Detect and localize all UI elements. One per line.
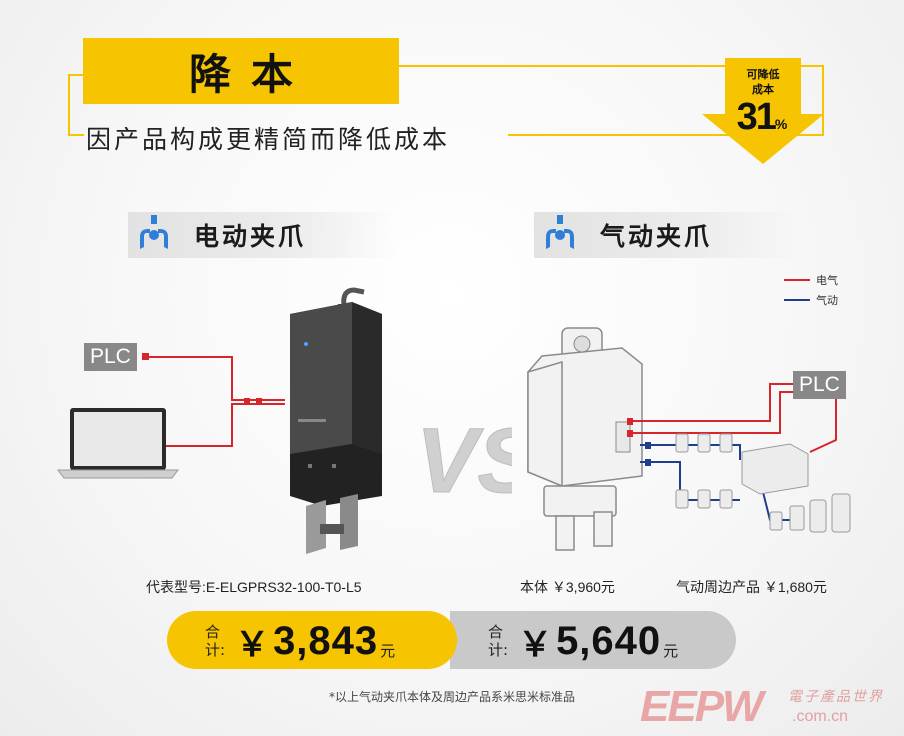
legend-electric: 电气 — [784, 272, 838, 288]
electric-total-price: 3,843 — [273, 618, 379, 663]
badge-unit: % — [774, 116, 788, 132]
total-label-top: 合 — [488, 623, 504, 641]
legend-pneumatic-label: 气动 — [816, 294, 838, 307]
badge-line1: 可降低 — [746, 68, 780, 81]
legend-pneumatic-swatch — [784, 299, 810, 301]
title-frame-right-line — [822, 65, 824, 135]
laptop-icon — [57, 408, 179, 479]
legend-pneumatic: 气动 — [784, 292, 838, 308]
plc-box-right: PLC — [793, 371, 846, 399]
footnote: *以上气动夹爪本体及周边产品系米思米标准品 — [328, 690, 575, 704]
badge-line2: 成本 — [752, 83, 774, 96]
total-label: 合 计: — [205, 623, 225, 659]
title-frame-bottom-line — [508, 134, 824, 136]
watermark-cn: 電子產品世界 — [788, 689, 884, 705]
vs-graphic: VS — [416, 410, 513, 513]
down-arrow-badge-icon — [702, 58, 824, 164]
badge-value: 31% — [722, 96, 802, 139]
gripper-icon — [140, 215, 168, 249]
electric-gripper-label: 电动夹爪 — [194, 222, 307, 251]
yen-symbol: ￥ — [518, 625, 553, 664]
electric-gripper-header: 电动夹爪 — [128, 212, 398, 258]
gripper-icon — [546, 215, 574, 249]
vs-text: VS — [416, 410, 512, 512]
pneumatic-gripper-label: 气动夹爪 — [600, 222, 713, 251]
total-label: 合 计: — [488, 623, 508, 659]
body-price-caption: 本体 ￥3,960元 — [520, 579, 615, 595]
plc-box-left: PLC — [84, 343, 137, 371]
electric-gripper-image — [290, 287, 382, 554]
model-caption: 代表型号:E-ELGPRS32-100-T0-L5 — [146, 579, 362, 595]
page-subtitle: 因产品构成更精简而降低成本 — [86, 125, 451, 154]
yen-symbol: ￥ — [235, 625, 270, 664]
pneumatic-total-price: 5,640 — [556, 618, 662, 663]
total-label-bottom: 计: — [205, 641, 226, 659]
pneumatic-total-pill — [450, 611, 736, 669]
electric-total-pill — [167, 611, 457, 669]
watermark-url: .com.cn — [792, 708, 849, 725]
pneumatic-gripper-header: 气动夹爪 — [534, 212, 804, 258]
badge-number: 31 — [736, 96, 777, 138]
yuan-unit: 元 — [663, 641, 679, 660]
yuan-unit: 元 — [380, 641, 396, 660]
title-frame-left-line — [68, 74, 84, 136]
pneumatic-total: 合 计: ￥ 5,640 元 — [488, 613, 678, 669]
legend-electric-swatch — [784, 279, 810, 281]
title-box: 降本 — [83, 38, 399, 104]
electric-total: 合 计: ￥ 3,843 元 — [205, 613, 395, 669]
pneumatic-gripper-image — [527, 327, 643, 551]
title-frame-top-line — [399, 65, 824, 67]
watermark-logo: EEPW — [640, 682, 764, 731]
legend: 电气 气动 — [784, 272, 838, 308]
total-label-bottom: 计: — [488, 641, 509, 659]
peripheral-price-caption: 气动周边产品 ￥1,680元 — [676, 579, 827, 595]
page-title: 降本 — [188, 49, 313, 99]
total-label-top: 合 — [205, 623, 221, 641]
legend-electric-label: 电气 — [816, 274, 838, 287]
